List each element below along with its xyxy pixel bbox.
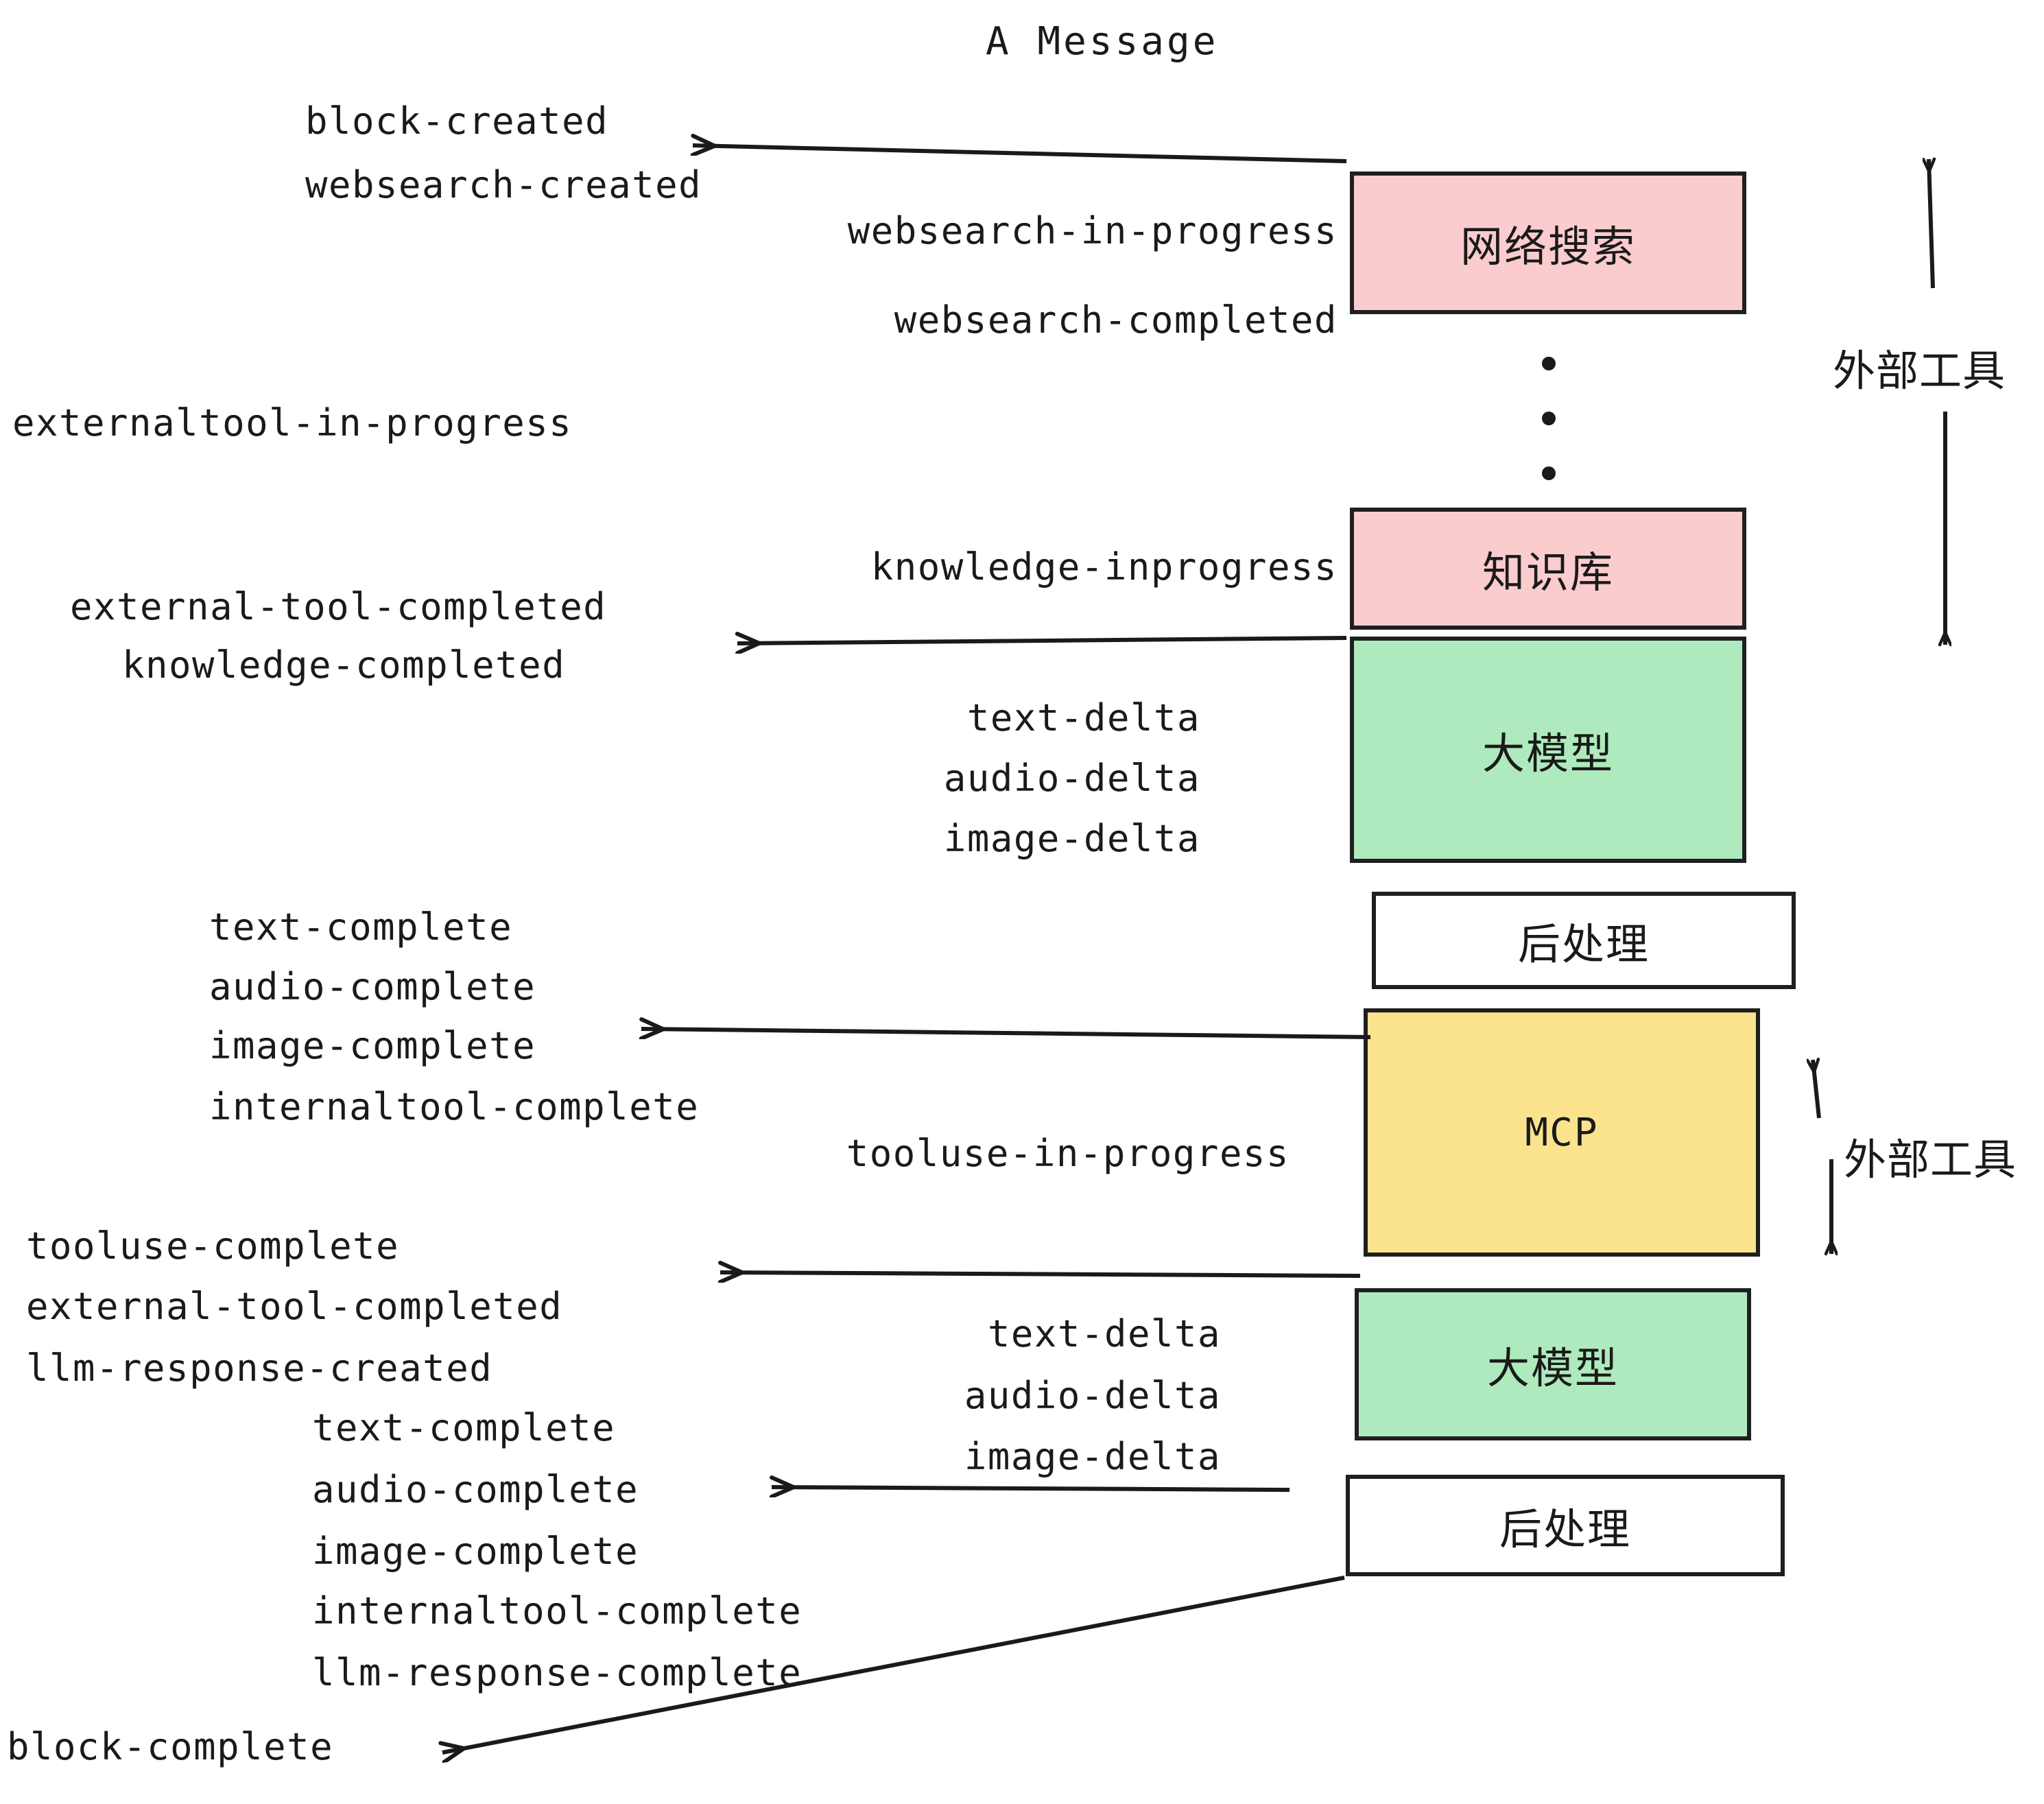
- node-llm-first-label: 大模型: [1482, 728, 1614, 779]
- event-label-text-complete-first: text-complete: [209, 905, 513, 949]
- event-label-knowledge-inprogress: knowledge-inprogress: [870, 545, 1338, 589]
- event-label-tooluse-complete: tooluse-complete: [26, 1224, 400, 1268]
- event-label-tooluse-in-progress: tooluse-in-progress: [846, 1132, 1290, 1175]
- node-websearch[interactable]: 网络搜索: [1350, 171, 1746, 314]
- arrow-llm-to-audio-complete: [772, 1487, 1290, 1490]
- event-label-audio-delta-second: audio-delta: [964, 1374, 1221, 1417]
- event-label-text-delta-first: text-delta: [966, 696, 1200, 739]
- event-label-block-complete: block-complete: [7, 1725, 334, 1768]
- node-mcp[interactable]: MCP: [1364, 1008, 1760, 1257]
- event-label-text-complete-second: text-complete: [312, 1406, 616, 1449]
- event-label-knowledge-completed: knowledge-completed: [122, 643, 566, 687]
- ellipsis-dot: [1542, 466, 1556, 480]
- event-label-image-delta-first: image-delta: [943, 817, 1200, 860]
- vertical-ellipsis: [1541, 357, 1556, 480]
- node-postprocess-first-label: 后处理: [1517, 919, 1650, 969]
- node-postprocess-second[interactable]: 后处理: [1346, 1475, 1785, 1576]
- page-title: A Message: [986, 19, 1219, 64]
- arrow-knowledge-to-completed: [737, 638, 1347, 643]
- event-label-audio-delta-first: audio-delta: [943, 757, 1200, 800]
- event-label-text-delta-second: text-delta: [987, 1312, 1221, 1355]
- annotation-external-tools-lower: 外部工具: [1844, 1135, 2017, 1185]
- event-label-websearch-completed: websearch-completed: [894, 298, 1338, 342]
- event-label-external-tool-completed-second: external-tool-completed: [26, 1285, 563, 1328]
- arrow-websearch-to-created: [693, 145, 1347, 163]
- annotation-arrow-upper-up: [1929, 159, 1933, 289]
- node-websearch-label: 网络搜索: [1460, 222, 1636, 272]
- node-llm-first[interactable]: 大模型: [1350, 637, 1746, 863]
- node-knowledge[interactable]: 知识库: [1350, 508, 1746, 630]
- event-label-image-complete-first: image-complete: [209, 1024, 536, 1067]
- annotation-arrow-lower-up: [1813, 1060, 1821, 1119]
- event-label-websearch-created: websearch-created: [305, 163, 702, 206]
- event-label-externaltool-in-progress: externaltool-in-progress: [12, 401, 573, 444]
- event-label-internaltool-complete-second: internaltool-complete: [312, 1589, 803, 1633]
- event-label-audio-complete-first: audio-complete: [209, 965, 536, 1008]
- arrow-mcp-to-tooluse-complete: [720, 1272, 1361, 1276]
- node-knowledge-label: 知识库: [1482, 547, 1614, 597]
- event-label-block-created: block-created: [305, 99, 609, 143]
- node-llm-second-label: 大模型: [1486, 1343, 1619, 1393]
- event-label-image-delta-second: image-delta: [964, 1435, 1221, 1478]
- node-postprocess-second-label: 后处理: [1499, 1504, 1631, 1554]
- node-mcp-label: MCP: [1525, 1110, 1599, 1155]
- event-label-llm-response-created: llm-response-created: [26, 1346, 493, 1390]
- event-label-internaltool-complete-first: internaltool-complete: [209, 1085, 700, 1128]
- event-label-websearch-in-progress: websearch-in-progress: [847, 209, 1338, 252]
- node-postprocess-first[interactable]: 后处理: [1372, 892, 1796, 989]
- ellipsis-dot: [1542, 412, 1556, 425]
- annotation-external-tools-upper: 外部工具: [1833, 346, 2006, 396]
- arrow-postprocess-to-image-complete: [641, 1029, 1371, 1037]
- event-label-image-complete-second: image-complete: [312, 1530, 639, 1573]
- node-llm-second[interactable]: 大模型: [1355, 1288, 1751, 1440]
- ellipsis-dot: [1542, 357, 1556, 370]
- event-label-external-tool-completed-first: external-tool-completed: [70, 585, 607, 628]
- event-label-llm-response-complete: llm-response-complete: [312, 1651, 803, 1694]
- event-label-audio-complete-second: audio-complete: [312, 1468, 639, 1511]
